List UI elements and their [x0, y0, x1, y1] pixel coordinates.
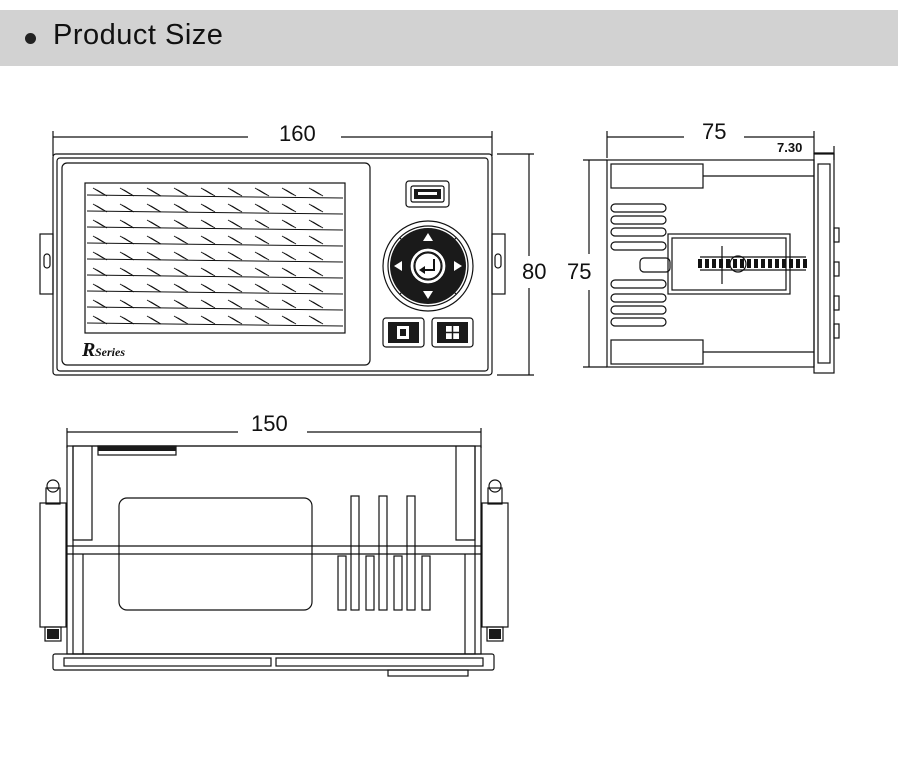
front-width-label: 160 — [279, 121, 316, 146]
side-height-label: 75 — [567, 259, 591, 284]
arrow-up-icon — [423, 233, 433, 241]
side-depth-label: 75 — [702, 119, 726, 144]
clamp-screw — [698, 259, 807, 268]
grid-button-icon — [437, 322, 468, 343]
enter-icon — [419, 259, 435, 274]
front-height-label: 80 — [522, 259, 546, 284]
bezel-depth-label: 7.30 — [777, 140, 802, 155]
arrow-right-icon — [454, 261, 462, 271]
usb-port-icon — [414, 189, 441, 199]
bottom-width-label: 150 — [251, 411, 288, 436]
side-view — [583, 131, 840, 374]
arrow-left-icon — [394, 261, 402, 271]
series-logo: R Series — [81, 339, 125, 361]
bullet-icon — [25, 33, 36, 44]
bottom-details — [47, 446, 501, 639]
section-title: Product Size — [53, 19, 224, 51]
menu-button-icon — [388, 322, 419, 343]
keypad — [388, 189, 468, 343]
logo-text: Series — [95, 345, 125, 359]
front-view — [39, 131, 534, 376]
arrow-down-icon — [423, 291, 433, 299]
section-header — [0, 10, 898, 66]
bottom-view — [39, 428, 509, 677]
screen-hatching — [86, 187, 344, 327]
logo-mark: R — [81, 339, 95, 361]
